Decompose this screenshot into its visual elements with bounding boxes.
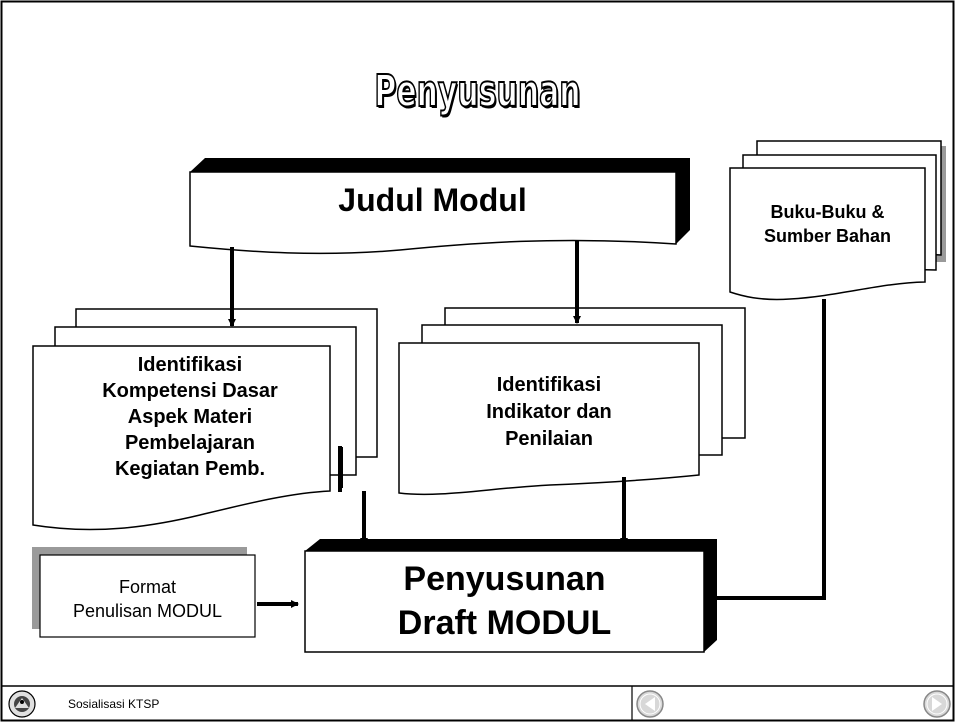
draft-line1: Penyusunan <box>403 560 606 598</box>
format-line1: Format <box>118 577 176 597</box>
format-label: Format Penulisan MODUL <box>40 575 255 623</box>
connector-arrows <box>228 241 826 608</box>
kompetensi-line1: Identifikasi <box>137 354 243 376</box>
kompetensi-stack <box>32 308 378 531</box>
kompetensi-line4: Pembelajaran <box>124 432 256 454</box>
footer-label: Sosialisasi KTSP <box>68 697 160 711</box>
arrow-buku-to-draft <box>705 299 826 602</box>
draft-modul-box <box>304 539 717 653</box>
format-line2: Penulisan MODUL <box>72 601 223 621</box>
draft-modul-label: Penyusunan Draft MODUL <box>305 557 704 645</box>
format-box <box>32 547 256 638</box>
logo-emblem <box>8 690 36 718</box>
buku-label-line2: Sumber Bahan <box>763 226 892 246</box>
indikator-line3: Penilaian <box>505 428 593 450</box>
judul-modul-box <box>189 158 690 255</box>
kompetensi-line2: Kompetensi Dasar <box>102 380 278 402</box>
buku-sumber-box <box>729 140 946 301</box>
indikator-line2: Indikator dan <box>486 401 612 423</box>
kompetensi-label: Identifikasi Kompetensi Dasar Aspek Mate… <box>55 352 325 482</box>
kompetensi-line3: Aspek Materi <box>127 406 253 428</box>
indikator-label: Identifikasi Indikator dan Penilaian <box>399 372 699 453</box>
judul-modul-label: Judul Modul <box>338 182 527 218</box>
next-slide-icon[interactable] <box>923 690 951 718</box>
indikator-stack <box>398 307 746 496</box>
buku-label-line1: Buku-Buku & <box>770 202 885 222</box>
kompetensi-line5: Kegiatan Pemb. <box>114 458 266 480</box>
slide-title: Penyusunan <box>374 65 582 118</box>
buku-label: Buku-Buku & Sumber Bahan <box>730 200 925 248</box>
draft-line2: Draft MODUL <box>397 604 612 642</box>
indikator-line1: Identifikasi <box>496 374 602 396</box>
prev-slide-icon[interactable] <box>636 690 664 718</box>
